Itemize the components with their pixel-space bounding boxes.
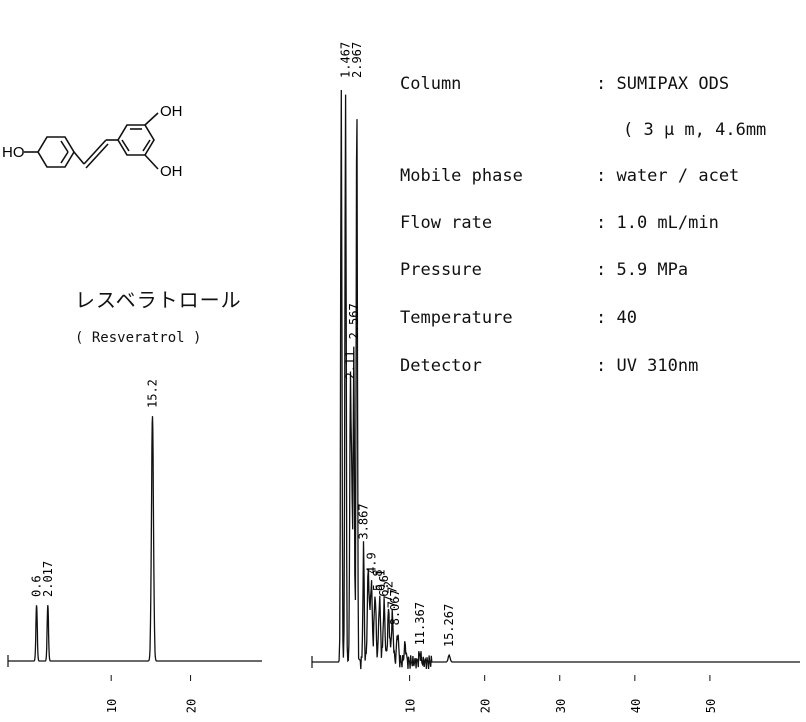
condition-value-mobile-phase: : water / acet: [596, 166, 740, 186]
condition-label-detector: Detector: [400, 356, 482, 376]
peak-label: 3.867: [357, 503, 371, 539]
chromatogram-trace: [8, 416, 262, 662]
x-tick-label: 10: [404, 699, 418, 713]
oh-bottom-label: OH: [160, 163, 183, 180]
x-tick-label: 20: [479, 699, 493, 713]
resveratrol-structure: HO OH OH: [2, 103, 183, 180]
condition-value-flow-rate: : 1.0 mL/min: [596, 213, 719, 233]
peak-label: 1.467: [339, 42, 353, 78]
peak-label: 8.067: [388, 589, 402, 625]
ho-label: HO: [2, 144, 25, 161]
condition-value-column-spec: ( 3 μ m, 4.6mm: [623, 120, 767, 140]
condition-label-mobile-phase: Mobile phase: [400, 166, 523, 186]
condition-value-column: : SUMIPAX ODS: [596, 74, 730, 94]
condition-label-column: Column: [400, 74, 462, 94]
oh-top-label: OH: [160, 103, 183, 120]
peak-label: 2.567: [347, 303, 361, 339]
condition-value-detector: : UV 310nm: [596, 356, 699, 376]
peak-label: 6.1: [373, 569, 387, 591]
compound-name-en: ( Resveratrol ): [75, 330, 202, 346]
peak-label: 15.2: [145, 379, 159, 408]
peak-label: 2.967: [350, 42, 364, 78]
chromatogram-standard: 10 20 0.62.017 15.2: [7, 379, 262, 713]
condition-value-temperature: : 40: [596, 308, 637, 328]
condition-label-temperature: Temperature: [400, 308, 513, 328]
peak-label: 6.6: [377, 575, 391, 597]
x-tick-label: 10: [105, 699, 119, 713]
condition-value-pressure: : 5.9 MPa: [596, 260, 689, 280]
compound-name-jp: レスベラトロール: [75, 288, 242, 312]
peak-label: 5.8: [371, 569, 385, 591]
x-tick-label: 50: [704, 699, 718, 713]
x-tick-label: 40: [629, 699, 643, 713]
condition-label-flow-rate: Flow rate: [400, 213, 493, 233]
peak-label: 2.11: [343, 351, 357, 380]
peak-label: 15.267: [442, 604, 456, 647]
condition-label-pressure: Pressure: [400, 260, 482, 280]
peak-label: 2.017: [41, 561, 55, 597]
peak-label: 4.9: [364, 552, 378, 574]
peak-label: 7.7: [385, 587, 399, 609]
x-tick-label: 20: [185, 699, 199, 713]
peak-label: 7.2: [382, 581, 396, 603]
peak-label: 0.6: [30, 575, 44, 597]
peak-label: 11.367: [413, 602, 427, 645]
chromatogram-trace: [312, 89, 800, 670]
x-tick-label: 30: [554, 699, 568, 713]
